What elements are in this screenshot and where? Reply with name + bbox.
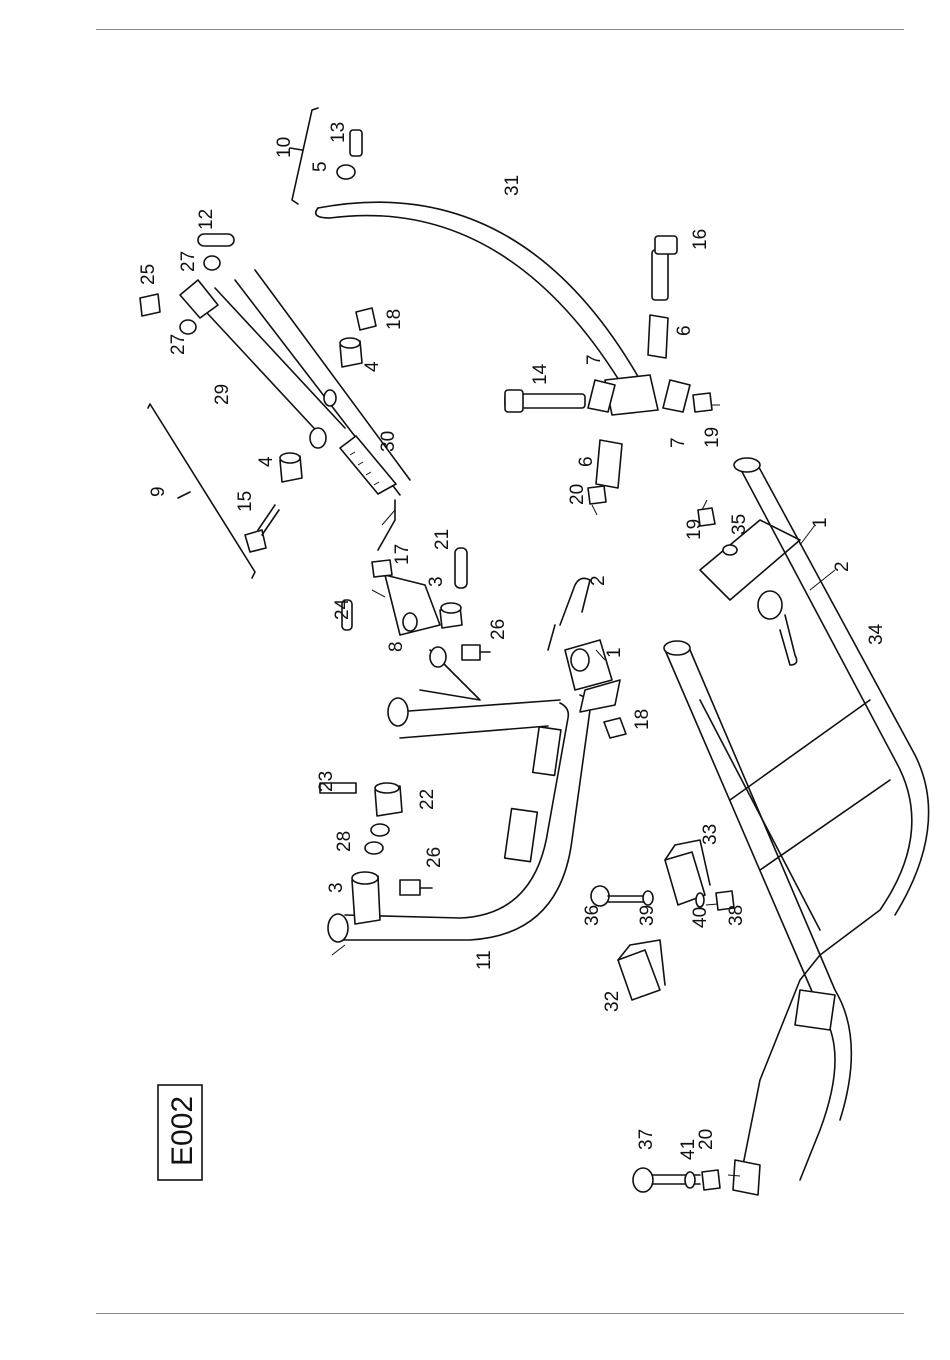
callout-29: 29 (212, 384, 233, 405)
part-4-15-25-27-12 (140, 234, 376, 552)
callout-10: 10 (274, 137, 295, 158)
part-32-33-bracket (591, 840, 734, 1000)
callout-23: 23 (316, 771, 337, 792)
callout-22: 22 (417, 789, 438, 810)
callout-4b: 4 (362, 361, 383, 372)
callout-36: 36 (582, 905, 603, 926)
callout-6b: 6 (674, 325, 695, 336)
callout-30: 30 (378, 431, 399, 452)
callout-20b: 20 (696, 1129, 717, 1150)
callout-4: 4 (256, 456, 277, 467)
callout-17: 17 (392, 544, 413, 565)
callout-3: 3 (326, 882, 347, 893)
callout-1: 1 (604, 647, 625, 658)
callout-labels: 1 1 2 2 3 3 4 4 5 6 6 7 7 8 9 10 11 12 1… (138, 122, 887, 1160)
callout-27: 27 (168, 334, 189, 355)
callout-12: 12 (196, 209, 217, 230)
callout-15: 15 (235, 491, 256, 512)
callout-26b: 26 (488, 619, 509, 640)
callout-6: 6 (576, 456, 597, 467)
part-22-23-28 (320, 783, 402, 854)
callout-40: 40 (690, 907, 711, 928)
callout-34: 34 (866, 623, 887, 645)
callout-3b: 3 (426, 576, 447, 587)
callout-13: 13 (328, 122, 349, 143)
callout-32: 32 (602, 991, 623, 1012)
callout-31: 31 (502, 175, 523, 196)
callout-1b: 1 (810, 517, 831, 528)
callout-7b: 7 (668, 437, 689, 448)
callout-19: 19 (702, 427, 723, 448)
callout-20: 20 (567, 484, 588, 505)
callout-7: 7 (584, 354, 605, 365)
callout-38: 38 (726, 905, 747, 926)
callout-18b: 18 (632, 709, 653, 730)
callout-16: 16 (690, 229, 711, 250)
diagram-code-box: E002 (158, 1085, 202, 1180)
callout-33: 33 (700, 824, 721, 845)
callout-14: 14 (530, 363, 551, 385)
callout-2b: 2 (832, 561, 853, 572)
part-1-2-clamp (548, 578, 620, 712)
callout-26: 26 (424, 847, 445, 868)
callout-2: 2 (588, 575, 609, 586)
part-18-nut-lower (604, 718, 626, 738)
callout-18: 18 (384, 309, 405, 330)
part-3-26-bushings (352, 603, 490, 924)
callout-37: 37 (636, 1129, 657, 1150)
callout-9: 9 (148, 486, 169, 497)
callout-21: 21 (432, 529, 453, 550)
callout-11: 11 (474, 950, 495, 970)
part-37-41-20-bolt (633, 1168, 720, 1192)
callout-24: 24 (332, 598, 353, 620)
callout-25: 25 (138, 264, 159, 285)
callout-5: 5 (310, 161, 331, 172)
callout-28: 28 (334, 831, 355, 852)
callout-39: 39 (637, 905, 658, 926)
callout-35: 35 (729, 514, 750, 535)
callout-19b: 19 (684, 519, 705, 540)
callout-27b: 27 (178, 251, 199, 272)
diagram-code: E002 (166, 1096, 199, 1166)
callout-8: 8 (386, 641, 407, 652)
callout-41: 41 (678, 1139, 699, 1160)
